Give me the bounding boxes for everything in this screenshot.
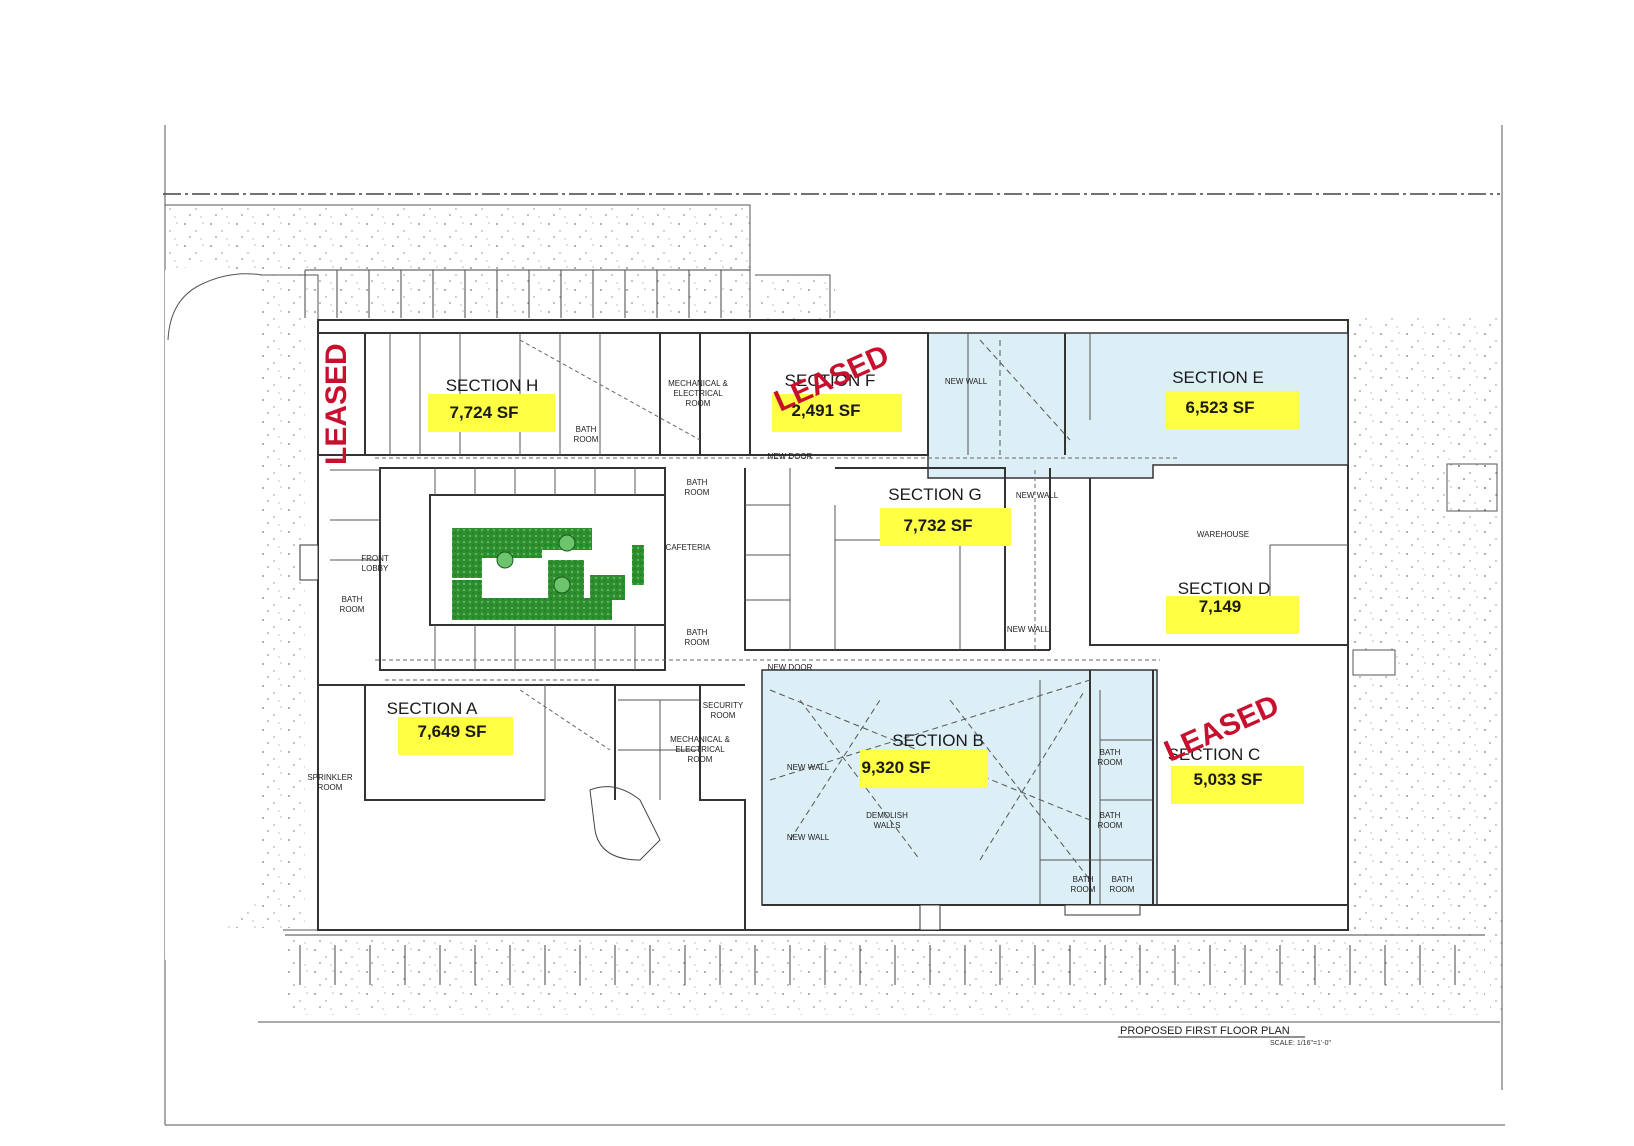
svg-text:ROOM: ROOM: [318, 783, 343, 792]
area-highlight: [1166, 391, 1299, 429]
security-room-label: SECURITY: [703, 701, 744, 710]
area-highlight: [428, 394, 555, 432]
section-area: 7,649 SF: [418, 722, 487, 741]
plan-title: PROPOSED FIRST FLOOR PLAN: [1120, 1025, 1290, 1037]
section-area: 7,732 SF: [904, 516, 973, 535]
section-area: 7,724 SF: [450, 403, 519, 422]
svg-text:ROOM: ROOM: [685, 638, 710, 647]
section-name: SECTION E: [1172, 368, 1264, 387]
section-f: SECTION F 2,491 SF: [772, 371, 902, 432]
bath-room-n: BATH: [687, 478, 708, 487]
title-block: PROPOSED FIRST FLOOR PLAN SCALE: 1/16"=1…: [1118, 1025, 1331, 1047]
section-c: SECTION C 5,033 SF: [1168, 745, 1304, 804]
section-area: 2,491 SF: [792, 401, 861, 420]
section-area: 5,033 SF: [1194, 770, 1263, 789]
section-g: SECTION G 7,732 SF: [880, 485, 1011, 546]
area-highlight: [1171, 766, 1304, 804]
sprinkler-room-label: SPRINKLER: [307, 773, 353, 782]
bath-room-b1: BATH: [1100, 748, 1121, 757]
bath-room-b3: BATH: [1073, 875, 1094, 884]
new-door-label: NEW DOOR: [768, 452, 813, 461]
section-e: SECTION E 6,523 SF: [1166, 368, 1299, 429]
svg-text:WALLS: WALLS: [874, 821, 901, 830]
svg-text:ROOM: ROOM: [1098, 821, 1123, 830]
svg-text:ROOM: ROOM: [686, 399, 711, 408]
mech-elec-room-2: MECHANICAL &: [670, 735, 730, 744]
section-name: SECTION G: [888, 485, 982, 504]
new-wall-label: NEW WALL: [945, 377, 988, 386]
section-name: SECTION B: [892, 731, 984, 750]
svg-text:ROOM: ROOM: [340, 605, 365, 614]
svg-text:ROOM: ROOM: [685, 488, 710, 497]
section-area: 7,149: [1199, 597, 1242, 616]
section-name: SECTION A: [387, 699, 478, 718]
site-landscape: [165, 204, 1502, 1020]
svg-text:ROOM: ROOM: [574, 435, 599, 444]
section-name: SECTION D: [1178, 579, 1271, 598]
section-name: SECTION C: [1168, 745, 1261, 764]
svg-text:NEW WALL: NEW WALL: [787, 833, 830, 842]
svg-text:ROOM: ROOM: [1071, 885, 1096, 894]
bath-room-h: BATH: [576, 425, 597, 434]
bath-room-lobby: BATH: [342, 595, 363, 604]
courtyard-landscape: [452, 528, 644, 620]
section-name: SECTION H: [446, 376, 539, 395]
section-a: SECTION A 7,649 SF: [387, 699, 513, 755]
section-area: 9,320 SF: [862, 758, 931, 777]
svg-text:ROOM: ROOM: [711, 711, 736, 720]
svg-text:ELECTRICAL: ELECTRICAL: [673, 389, 723, 398]
section-d: SECTION D 7,149: [1166, 579, 1299, 634]
bath-room-s: BATH: [687, 628, 708, 637]
svg-text:ROOM: ROOM: [688, 755, 713, 764]
leased-stamp-h: LEASED: [320, 343, 353, 465]
plan-scale: SCALE: 1/16"=1'-0": [1270, 1040, 1331, 1047]
area-highlight: [880, 508, 1011, 546]
svg-text:NEW WALL: NEW WALL: [1016, 491, 1059, 500]
front-lobby-label: FRONT: [361, 554, 389, 563]
bath-room-b4: BATH: [1112, 875, 1133, 884]
svg-text:NEW DOOR: NEW DOOR: [768, 663, 813, 672]
mech-elec-room-1: MECHANICAL &: [668, 379, 728, 388]
section-area: 6,523 SF: [1186, 398, 1255, 417]
svg-text:LOBBY: LOBBY: [362, 564, 389, 573]
svg-text:NEW WALL: NEW WALL: [1007, 625, 1050, 634]
warehouse-label: WAREHOUSE: [1197, 530, 1249, 539]
section-h: SECTION H 7,724 SF: [428, 376, 555, 432]
section-name: SECTION F: [785, 371, 876, 390]
cafeteria-label: CAFETERIA: [666, 543, 712, 552]
svg-text:ELECTRICAL: ELECTRICAL: [675, 745, 725, 754]
svg-text:ROOM: ROOM: [1110, 885, 1135, 894]
svg-text:NEW WALL: NEW WALL: [787, 763, 830, 772]
area-highlight: [772, 394, 902, 432]
svg-text:ROOM: ROOM: [1098, 758, 1123, 767]
area-highlight: [860, 750, 988, 788]
bath-room-b2: BATH: [1100, 811, 1121, 820]
area-highlight: [398, 717, 513, 755]
area-highlight: [1166, 596, 1299, 634]
demolish-walls-label: DEMOLISH: [866, 811, 908, 820]
section-b: SECTION B 9,320 SF: [860, 731, 988, 788]
room-labels: MECHANICAL & ELECTRICAL ROOM MECHANICAL …: [307, 377, 1249, 894]
